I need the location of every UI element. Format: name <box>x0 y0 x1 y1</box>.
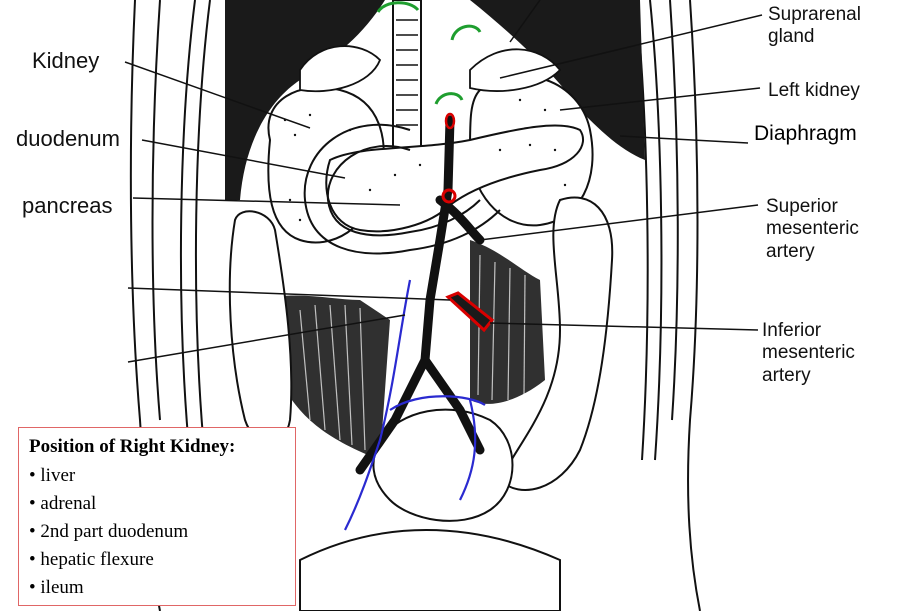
label-kidney: Kidney <box>32 48 100 73</box>
info-item-ileum: ileum <box>29 574 285 602</box>
info-item-liver: liver <box>29 462 285 490</box>
label-suprarenal-gland: Suprarenal gland <box>768 4 861 49</box>
info-box-title: Position of Right Kidney: <box>29 436 236 457</box>
leader-suprarenal <box>499 14 763 79</box>
leader-suprarenal-top <box>509 0 541 43</box>
descending-colon <box>498 196 614 491</box>
esophagus <box>392 0 422 151</box>
label-ima-line-2: mesenteric <box>762 342 855 364</box>
label-ima-line-3: artery <box>762 364 811 386</box>
label-superior-mesenteric-artery: Superior mesenteric artery <box>766 196 859 263</box>
leader-duodenum <box>141 139 346 179</box>
info-box-list: liver adrenal 2nd part duodenum hepatic … <box>29 462 285 602</box>
leader-inferior-mesenteric <box>489 322 759 331</box>
leader-extra-2 <box>127 314 406 363</box>
ascending-colon <box>228 210 293 444</box>
leader-kidney <box>124 61 311 129</box>
label-duodenum: duodenum <box>16 126 120 151</box>
label-suprarenal-line-1: Suprarenal <box>768 4 861 25</box>
label-inferior-mesenteric-artery: Inferior mesenteric artery <box>762 320 855 387</box>
label-sma-line-3: artery <box>766 240 815 262</box>
red-highlights <box>441 112 495 333</box>
right-kidney-position-box: Position of Right Kidney: liver adrenal … <box>18 427 296 606</box>
label-sma-line-1: Superior <box>766 196 838 217</box>
leader-lines <box>124 0 763 363</box>
green-highlights <box>376 1 482 105</box>
label-ima-line-1: Inferior <box>762 320 822 341</box>
info-item-duodenum: 2nd part duodenum <box>29 518 285 546</box>
label-pancreas: pancreas <box>22 193 113 218</box>
leader-extra-1 <box>127 287 451 301</box>
label-sma-line-2: mesenteric <box>766 218 859 240</box>
suprarenal-glands <box>299 45 562 93</box>
info-item-hepatic-flexure: hepatic flexure <box>29 546 285 574</box>
label-diaphragm: Diaphragm <box>754 122 857 145</box>
leader-diaphragm <box>619 135 749 144</box>
info-item-adrenal: adrenal <box>29 490 285 518</box>
blue-vessels <box>344 279 486 531</box>
leader-left-kidney <box>559 87 761 111</box>
leader-superior-mesenteric <box>479 204 759 241</box>
psoas-striations <box>299 254 526 451</box>
leader-pancreas <box>132 197 401 206</box>
label-left-kidney: Left kidney <box>768 80 860 101</box>
label-suprarenal-line-2: gland <box>768 26 815 48</box>
